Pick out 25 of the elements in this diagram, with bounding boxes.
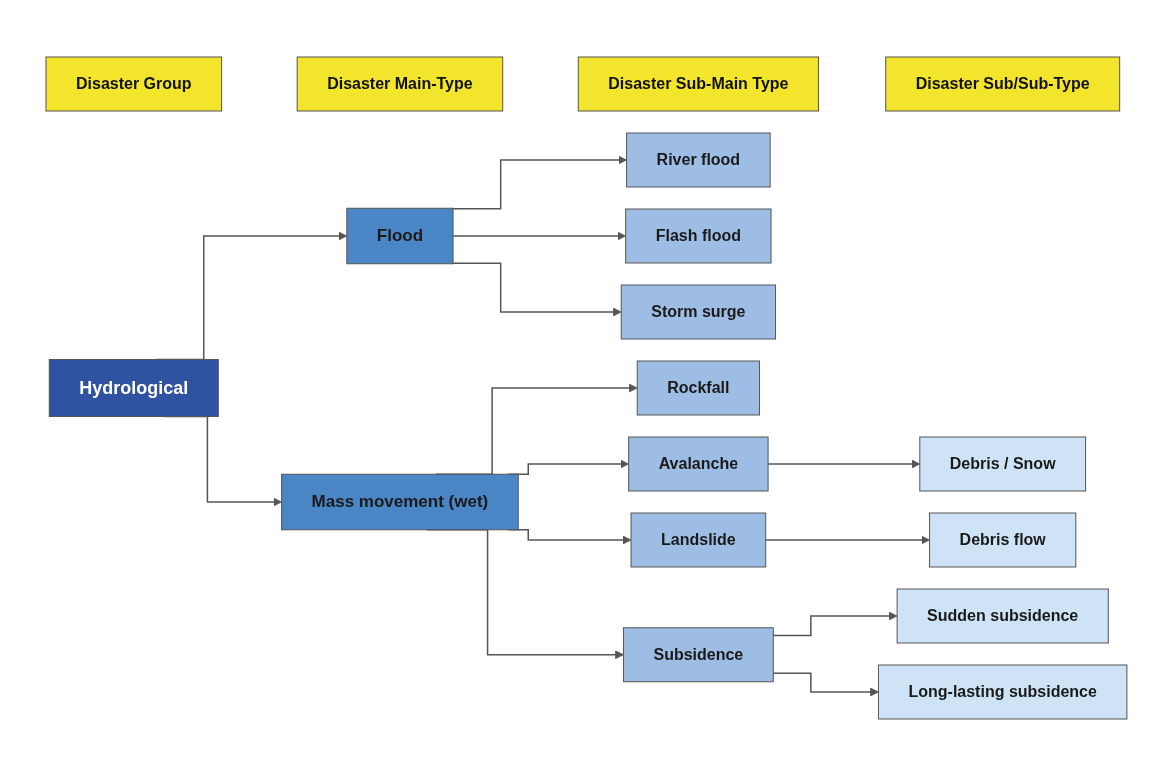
node-box: Hydrological	[48, 359, 219, 417]
arrow	[452, 155, 627, 210]
node-box: Disaster Main-Type	[296, 56, 504, 112]
node-box: Flood	[346, 207, 454, 265]
node-box: Long-lasting subsidence	[878, 664, 1128, 720]
arrow	[765, 535, 930, 545]
node-box: Debris flow	[929, 512, 1077, 568]
arrow	[767, 459, 921, 469]
node-box: Rockfall	[636, 360, 760, 416]
arrow	[452, 231, 627, 241]
arrow	[772, 611, 898, 637]
node-box: Avalanche	[628, 436, 769, 492]
node-box: Flash flood	[625, 208, 772, 264]
node-box: Disaster Group	[45, 56, 223, 112]
node-box: Disaster Sub/Sub-Type	[885, 56, 1121, 112]
node-box: Subsidence	[623, 627, 774, 683]
node-box: Storm surge	[620, 284, 776, 340]
node-box: Landslide	[630, 512, 767, 568]
node-box: Disaster Sub-Main Type	[577, 56, 819, 112]
arrow	[772, 672, 879, 697]
node-box: River flood	[626, 132, 771, 188]
node-box: Sudden subsidence	[896, 588, 1109, 644]
node-box: Mass movement (wet)	[281, 473, 519, 531]
node-box: Debris / Snow	[919, 436, 1087, 492]
arrow	[452, 262, 622, 317]
